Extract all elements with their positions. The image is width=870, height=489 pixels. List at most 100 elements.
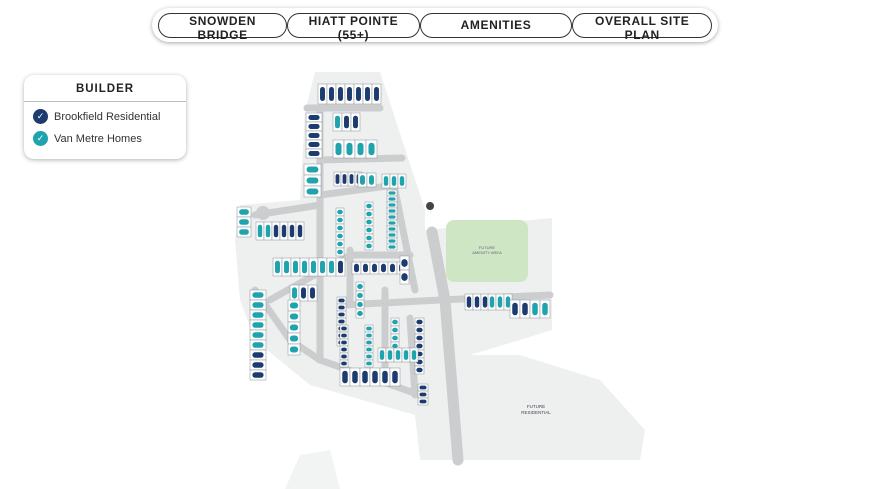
brookfield-home-marker[interactable] bbox=[308, 124, 320, 129]
van-metre-home-marker[interactable] bbox=[388, 221, 396, 225]
van-metre-home-marker[interactable] bbox=[337, 249, 343, 255]
van-metre-home-marker[interactable] bbox=[388, 239, 396, 243]
van-metre-home-marker[interactable] bbox=[366, 333, 372, 338]
van-metre-home-marker[interactable] bbox=[337, 233, 343, 239]
van-metre-home-marker[interactable] bbox=[383, 176, 389, 186]
brookfield-home-marker[interactable] bbox=[512, 302, 518, 316]
brookfield-home-marker[interactable] bbox=[341, 333, 347, 338]
brookfield-home-marker[interactable] bbox=[338, 260, 343, 274]
brookfield-home-marker[interactable] bbox=[338, 319, 345, 324]
van-metre-home-marker[interactable] bbox=[411, 350, 417, 360]
brookfield-home-marker[interactable] bbox=[338, 87, 343, 101]
van-metre-home-marker[interactable] bbox=[366, 203, 372, 209]
van-metre-home-marker[interactable] bbox=[337, 225, 343, 231]
van-metre-home-marker[interactable] bbox=[366, 354, 372, 359]
van-metre-home-marker[interactable] bbox=[311, 260, 316, 274]
van-metre-home-marker[interactable] bbox=[357, 311, 363, 316]
brookfield-home-marker[interactable] bbox=[416, 367, 423, 373]
brookfield-home-marker[interactable] bbox=[341, 361, 347, 366]
van-metre-home-marker[interactable] bbox=[366, 227, 372, 233]
brookfield-home-marker[interactable] bbox=[401, 273, 408, 281]
tab-overall-site-plan[interactable]: OVERALL SITE PLAN bbox=[572, 12, 712, 42]
brookfield-home-marker[interactable] bbox=[416, 335, 423, 341]
brookfield-home-marker[interactable] bbox=[381, 263, 386, 273]
brookfield-home-marker[interactable] bbox=[252, 352, 264, 358]
brookfield-home-marker[interactable] bbox=[416, 343, 423, 349]
brookfield-home-marker[interactable] bbox=[301, 287, 306, 299]
van-metre-home-marker[interactable] bbox=[289, 313, 299, 320]
van-metre-home-marker[interactable] bbox=[337, 217, 343, 223]
van-metre-home-marker[interactable] bbox=[289, 324, 299, 331]
van-metre-home-marker[interactable] bbox=[239, 209, 249, 215]
van-metre-home-marker[interactable] bbox=[403, 350, 409, 360]
van-metre-home-marker[interactable] bbox=[366, 340, 372, 345]
brookfield-home-marker[interactable] bbox=[363, 263, 368, 273]
van-metre-home-marker[interactable] bbox=[337, 209, 343, 215]
van-metre-home-marker[interactable] bbox=[320, 260, 325, 274]
van-metre-home-marker[interactable] bbox=[366, 235, 372, 241]
van-metre-home-marker[interactable] bbox=[252, 312, 264, 318]
van-metre-home-marker[interactable] bbox=[239, 229, 249, 235]
van-metre-home-marker[interactable] bbox=[289, 335, 299, 342]
brookfield-home-marker[interactable] bbox=[320, 87, 325, 101]
check-icon[interactable]: ✓ bbox=[33, 131, 48, 146]
brookfield-home-marker[interactable] bbox=[342, 174, 347, 184]
van-metre-home-marker[interactable] bbox=[366, 243, 372, 249]
brookfield-home-marker[interactable] bbox=[338, 312, 345, 317]
van-metre-home-marker[interactable] bbox=[329, 260, 334, 274]
brookfield-home-marker[interactable] bbox=[347, 87, 352, 101]
brookfield-home-marker[interactable] bbox=[354, 263, 359, 273]
van-metre-home-marker[interactable] bbox=[252, 322, 264, 328]
brookfield-home-marker[interactable] bbox=[382, 370, 388, 384]
brookfield-home-marker[interactable] bbox=[419, 399, 427, 404]
brookfield-home-marker[interactable] bbox=[252, 362, 264, 368]
van-metre-home-marker[interactable] bbox=[395, 350, 401, 360]
legend-item-brookfield[interactable]: ✓ Brookfield Residential bbox=[33, 109, 186, 124]
brookfield-home-marker[interactable] bbox=[341, 340, 347, 345]
brookfield-home-marker[interactable] bbox=[392, 370, 398, 384]
van-metre-home-marker[interactable] bbox=[366, 326, 372, 331]
check-icon[interactable]: ✓ bbox=[33, 109, 48, 124]
van-metre-home-marker[interactable] bbox=[239, 219, 249, 225]
van-metre-home-marker[interactable] bbox=[388, 203, 396, 207]
brookfield-home-marker[interactable] bbox=[474, 296, 480, 308]
brookfield-home-marker[interactable] bbox=[482, 296, 488, 308]
van-metre-home-marker[interactable] bbox=[360, 175, 365, 185]
brookfield-home-marker[interactable] bbox=[281, 224, 287, 238]
van-metre-home-marker[interactable] bbox=[532, 302, 538, 316]
van-metre-home-marker[interactable] bbox=[392, 335, 398, 341]
van-metre-home-marker[interactable] bbox=[357, 142, 364, 156]
van-metre-home-marker[interactable] bbox=[252, 342, 264, 348]
van-metre-home-marker[interactable] bbox=[306, 166, 319, 173]
van-metre-home-marker[interactable] bbox=[388, 215, 396, 219]
brookfield-home-marker[interactable] bbox=[365, 87, 370, 101]
brookfield-home-marker[interactable] bbox=[341, 347, 347, 352]
van-metre-home-marker[interactable] bbox=[357, 293, 363, 298]
brookfield-home-marker[interactable] bbox=[329, 87, 334, 101]
brookfield-home-marker[interactable] bbox=[352, 370, 358, 384]
van-metre-home-marker[interactable] bbox=[392, 319, 398, 325]
brookfield-home-marker[interactable] bbox=[362, 370, 368, 384]
van-metre-home-marker[interactable] bbox=[387, 350, 393, 360]
brookfield-home-marker[interactable] bbox=[297, 224, 303, 238]
tab-amenities[interactable]: AMENITIES bbox=[419, 12, 573, 38]
van-metre-home-marker[interactable] bbox=[388, 233, 396, 237]
van-metre-home-marker[interactable] bbox=[366, 347, 372, 352]
brookfield-home-marker[interactable] bbox=[419, 392, 427, 397]
van-metre-home-marker[interactable] bbox=[392, 327, 398, 333]
tab-snowden-bridge[interactable]: SNOWDEN BRIDGE bbox=[158, 12, 288, 42]
brookfield-home-marker[interactable] bbox=[308, 115, 320, 120]
van-metre-home-marker[interactable] bbox=[379, 350, 385, 360]
van-metre-home-marker[interactable] bbox=[388, 209, 396, 213]
van-metre-home-marker[interactable] bbox=[388, 197, 396, 201]
van-metre-home-marker[interactable] bbox=[289, 302, 299, 309]
brookfield-home-marker[interactable] bbox=[390, 263, 395, 273]
brookfield-home-marker[interactable] bbox=[308, 133, 320, 138]
van-metre-home-marker[interactable] bbox=[306, 188, 319, 195]
van-metre-home-marker[interactable] bbox=[369, 175, 374, 185]
van-metre-home-marker[interactable] bbox=[542, 302, 548, 316]
brookfield-home-marker[interactable] bbox=[416, 319, 423, 325]
brookfield-home-marker[interactable] bbox=[374, 87, 379, 101]
van-metre-home-marker[interactable] bbox=[252, 302, 264, 308]
van-metre-home-marker[interactable] bbox=[366, 219, 372, 225]
